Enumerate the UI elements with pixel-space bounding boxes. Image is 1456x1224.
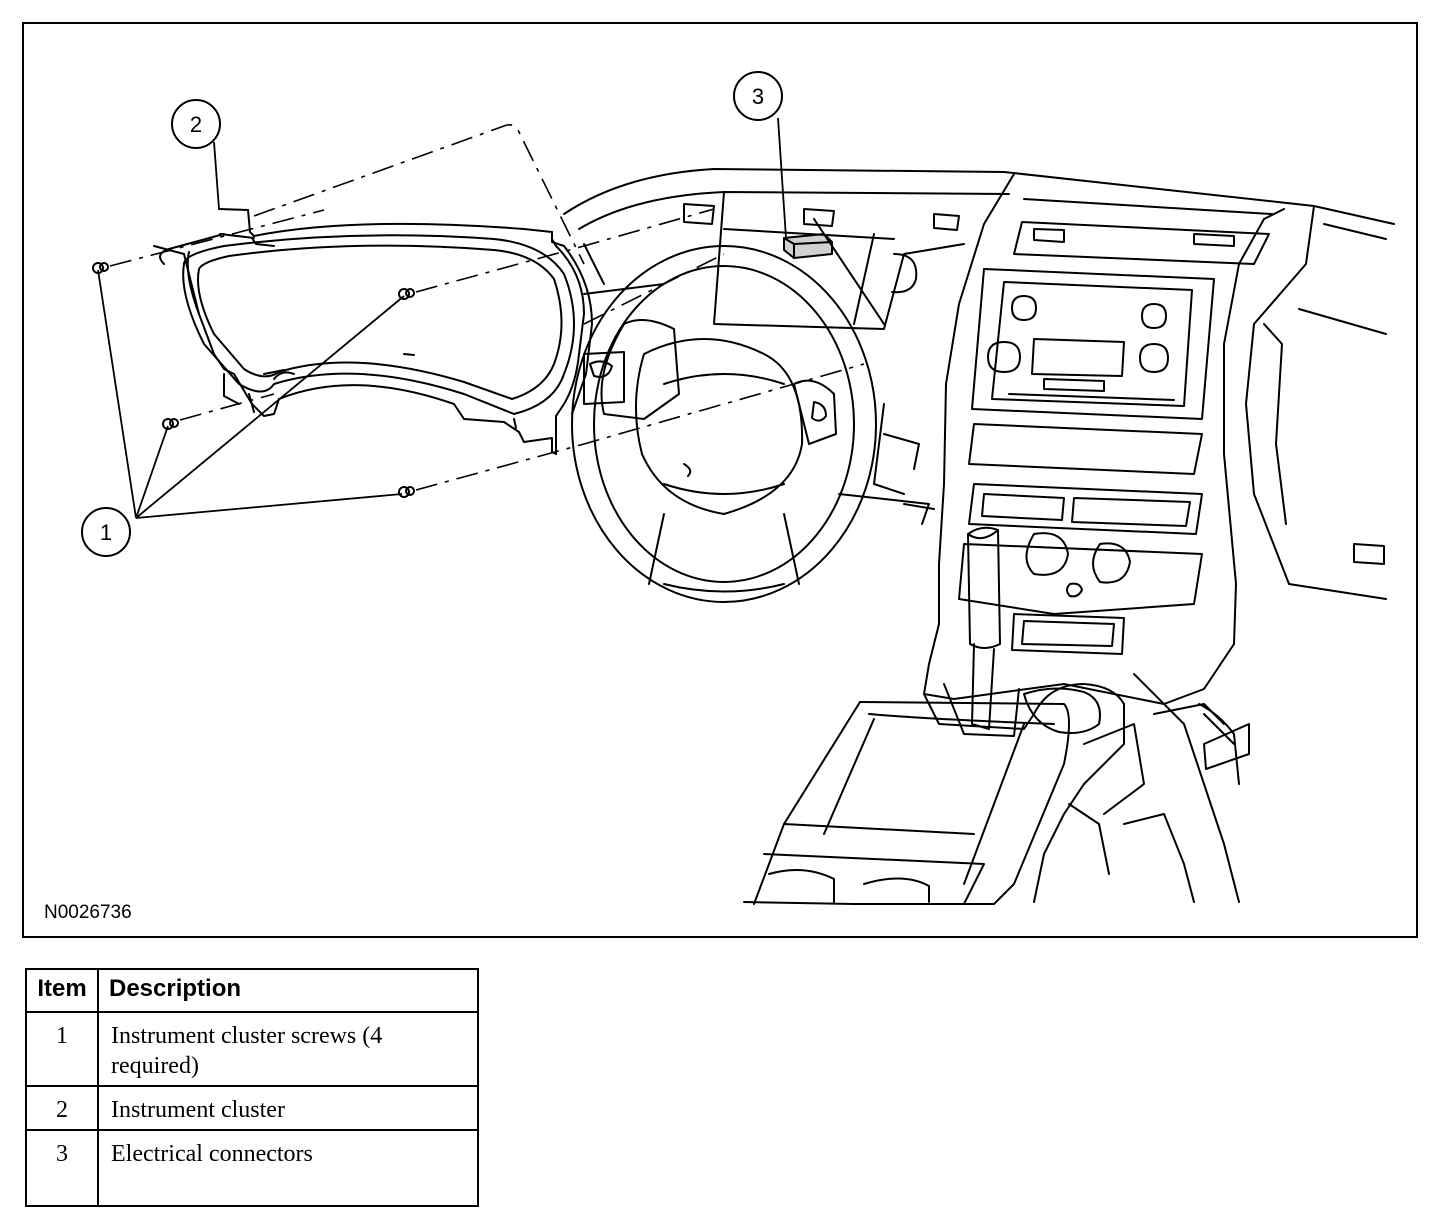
- illustration-frame: 1 2 3 N0026736: [22, 22, 1418, 938]
- callout-2-label: 2: [190, 112, 202, 137]
- screw-1: [92, 262, 109, 274]
- callout-3: 3: [733, 71, 783, 121]
- legend-item-number: 2: [25, 1085, 99, 1131]
- callout-1: 1: [81, 507, 131, 557]
- gear-shifter: [943, 526, 1020, 737]
- center-console: [743, 673, 1250, 905]
- legend-item-number: 3: [25, 1129, 99, 1207]
- figure-id: N0026736: [44, 902, 132, 923]
- electrical-connector: [783, 233, 833, 259]
- screw-2: [398, 288, 415, 300]
- instrument-cluster: [153, 208, 593, 455]
- legend-row: 1 Instrument cluster screws (4 required): [25, 1011, 479, 1087]
- screw-3: [162, 418, 179, 430]
- screw-4: [398, 486, 415, 498]
- legend-table: Item Description 1 Instrument cluster sc…: [25, 968, 479, 1207]
- legend-row: 2 Instrument cluster: [25, 1085, 479, 1131]
- legend-header-row: Item Description: [25, 968, 479, 1013]
- screws: [92, 262, 415, 498]
- callout-1-label: 1: [100, 520, 112, 545]
- legend-row: 3 Electrical connectors: [25, 1129, 479, 1207]
- callout-2: 2: [171, 99, 221, 149]
- steering-wheel: [571, 245, 877, 603]
- alignment-lines: [109, 124, 865, 491]
- center-stack: [923, 173, 1285, 705]
- legend-item-description: Instrument cluster: [97, 1085, 479, 1131]
- legend-header-description: Description: [97, 968, 479, 1013]
- legend-item-description: Electrical connectors: [97, 1129, 479, 1207]
- legend-item-number: 1: [25, 1011, 99, 1087]
- callout-3-label: 3: [752, 84, 764, 109]
- legend-header-item: Item: [25, 968, 99, 1013]
- exploded-view-illustration: 1 2 3: [81, 71, 1395, 905]
- callout-leaders: [97, 117, 787, 519]
- legend-item-description: Instrument cluster screws (4 required): [97, 1011, 479, 1087]
- dashboard-outline: [563, 168, 1395, 600]
